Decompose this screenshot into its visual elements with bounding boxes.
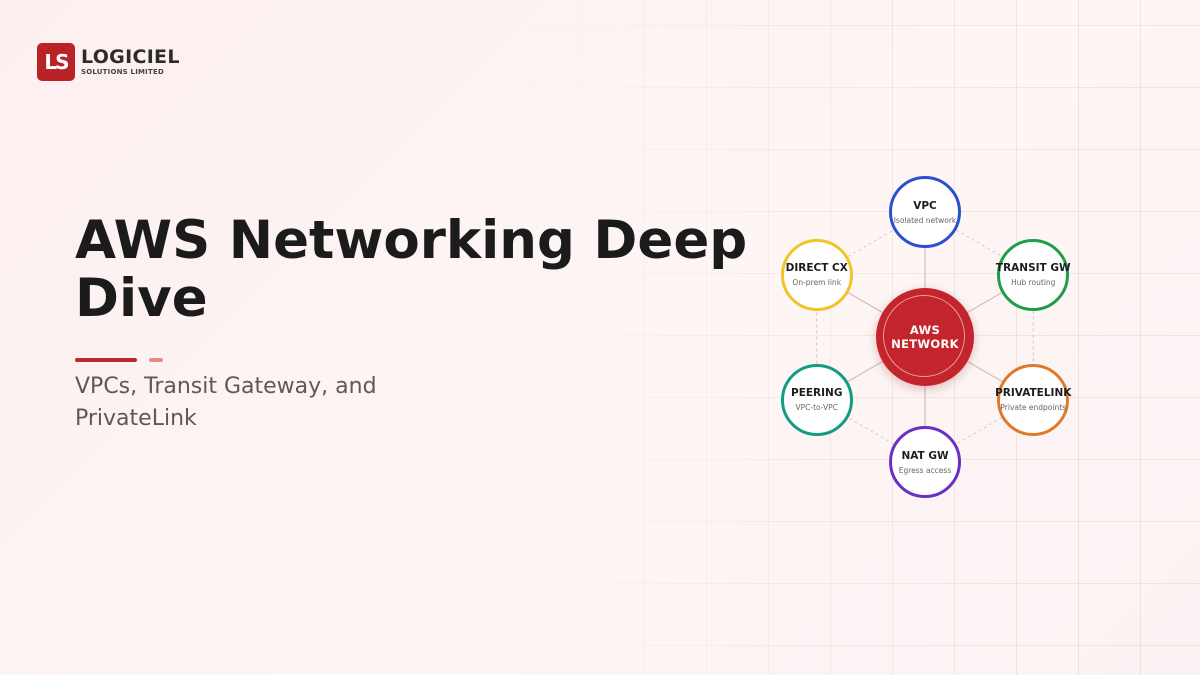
node-nat-gw: NAT GW Egress access xyxy=(889,426,961,498)
node-direct-cx: DIRECT CX On-prem link xyxy=(780,238,853,311)
node-label: NAT GW xyxy=(901,449,949,462)
node-label: TRANSIT GW xyxy=(995,262,1071,274)
node-peering: PEERING VPC-to-VPC xyxy=(780,363,853,436)
hub-inner-ring xyxy=(883,295,965,377)
logo-wordmark: LOGICIEL SOLUTIONS LIMITED xyxy=(81,48,180,76)
node-vpc: VPC Isolated network xyxy=(889,176,961,248)
title-accent-dash xyxy=(149,358,163,362)
node-description: Private endpoints xyxy=(1000,403,1067,412)
slide-title: AWS Networking Deep Dive xyxy=(75,210,748,329)
node-label: DIRECT CX xyxy=(785,262,848,274)
node-description: VPC-to-VPC xyxy=(795,403,838,412)
node-description: Isolated network xyxy=(893,215,957,225)
logo-mark: LS xyxy=(37,43,75,81)
grid-background xyxy=(520,0,1200,675)
logo-tagline: SOLUTIONS LIMITED xyxy=(81,68,164,76)
title-accent-bar xyxy=(75,358,137,362)
company-logo: LS LOGICIEL SOLUTIONS LIMITED xyxy=(37,43,180,81)
node-description: Egress access xyxy=(898,465,952,475)
hub-label: AWS NETWORK xyxy=(891,323,959,351)
node-description: Hub routing xyxy=(1011,278,1056,287)
slide-subtitle: VPCs, Transit Gateway, and PrivateLink xyxy=(75,374,377,431)
node-privatelink: PRIVATELINK Private endpoints xyxy=(995,363,1072,436)
node-label: PRIVATELINK xyxy=(995,387,1072,399)
node-description: On-prem link xyxy=(792,278,842,287)
node-label: PEERING xyxy=(791,387,843,399)
hub-node: AWS NETWORK xyxy=(876,288,974,386)
logo-name: LOGICIEL xyxy=(81,46,180,68)
node-transit-gw: TRANSIT GW Hub routing xyxy=(995,238,1071,311)
node-label: VPC xyxy=(913,199,937,212)
network-diagram: AWS NETWORK VPC Isolated network TRANSIT… xyxy=(760,160,1090,520)
